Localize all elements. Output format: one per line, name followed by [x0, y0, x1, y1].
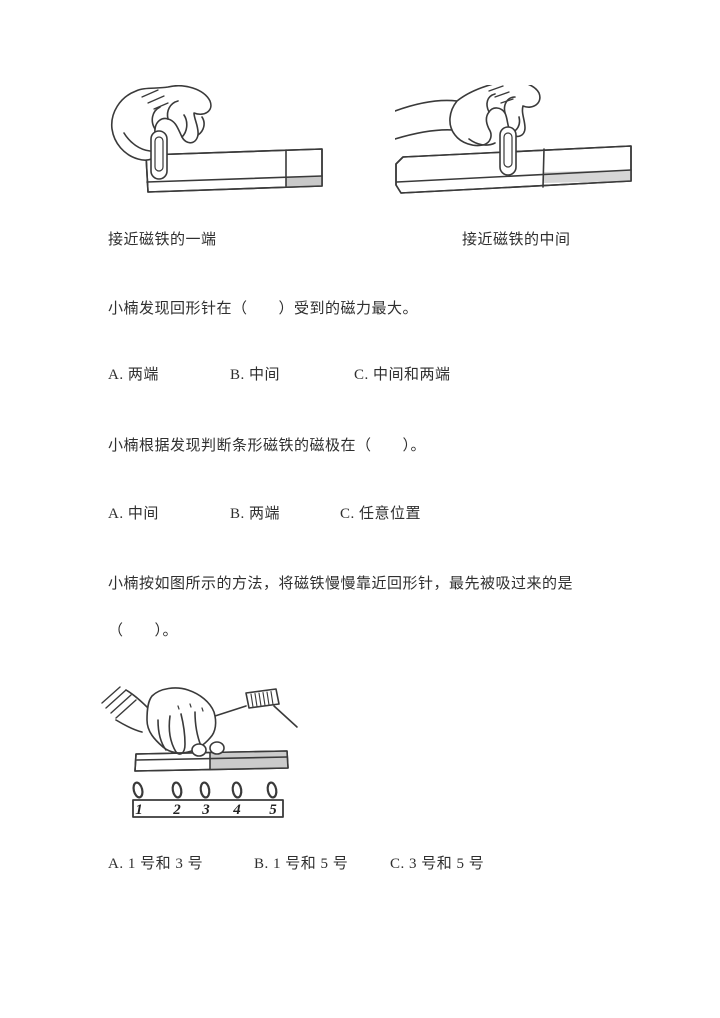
- hand-illustration: [111, 85, 212, 161]
- question-3-option-c: C. 3 号和 5 号: [390, 856, 485, 872]
- magnet-bar: [145, 148, 323, 193]
- hand-illustration: [395, 85, 541, 147]
- sleeve-hatch: [101, 686, 151, 733]
- hand-illustration: [146, 687, 225, 757]
- figure-clip-near-end: [100, 85, 340, 210]
- question-1-option-a: A. 两端: [108, 367, 159, 383]
- paperclip-icon: [499, 126, 517, 176]
- paperclip-icon: [171, 781, 183, 799]
- question-1-text: 小楠发现回形针在（ ）受到的磁力最大。: [108, 301, 419, 317]
- question-3-option-b: B. 1 号和 5 号: [254, 856, 349, 872]
- figure-magnet-over-clips: 1 2 3 4 5: [100, 680, 320, 830]
- question-2-text: 小楠根据发现判断条形磁铁的磁极在（ ）。: [108, 438, 427, 454]
- caption-near-middle: 接近磁铁的中间: [462, 232, 571, 248]
- paperclip-row: [132, 781, 278, 799]
- figure-clip-near-middle: [395, 85, 635, 210]
- paperclip-icon: [132, 781, 144, 799]
- magnet-bar: [134, 750, 289, 772]
- question-1-option-c: C. 中间和两端: [354, 367, 451, 383]
- clip-number-label: 2: [172, 802, 181, 818]
- question-3-text-line2: （ ）。: [108, 623, 179, 639]
- number-strip: [132, 799, 284, 818]
- clip-number-label: 3: [201, 802, 210, 818]
- caption-near-end: 接近磁铁的一端: [108, 232, 217, 248]
- paperclip-icon: [199, 781, 211, 799]
- paperclip-icon: [266, 781, 278, 799]
- question-2-option-a: A. 中间: [108, 506, 159, 522]
- clip-number-label: 1: [135, 802, 143, 818]
- clip-number-label: 5: [269, 802, 277, 818]
- paperclip-icon: [150, 130, 168, 180]
- question-3-option-a: A. 1 号和 3 号: [108, 856, 204, 872]
- question-3-text: 小楠按如图所示的方法，将磁铁慢慢靠近回形针，最先被吸过来的是: [108, 576, 574, 592]
- question-2-option-c: C. 任意位置: [340, 506, 422, 522]
- clip-number-label: 4: [232, 802, 241, 818]
- brush-stick: [214, 688, 298, 728]
- question-2-option-b: B. 两端: [230, 506, 281, 522]
- paperclip-icon: [231, 781, 243, 799]
- question-1-option-b: B. 中间: [230, 367, 281, 383]
